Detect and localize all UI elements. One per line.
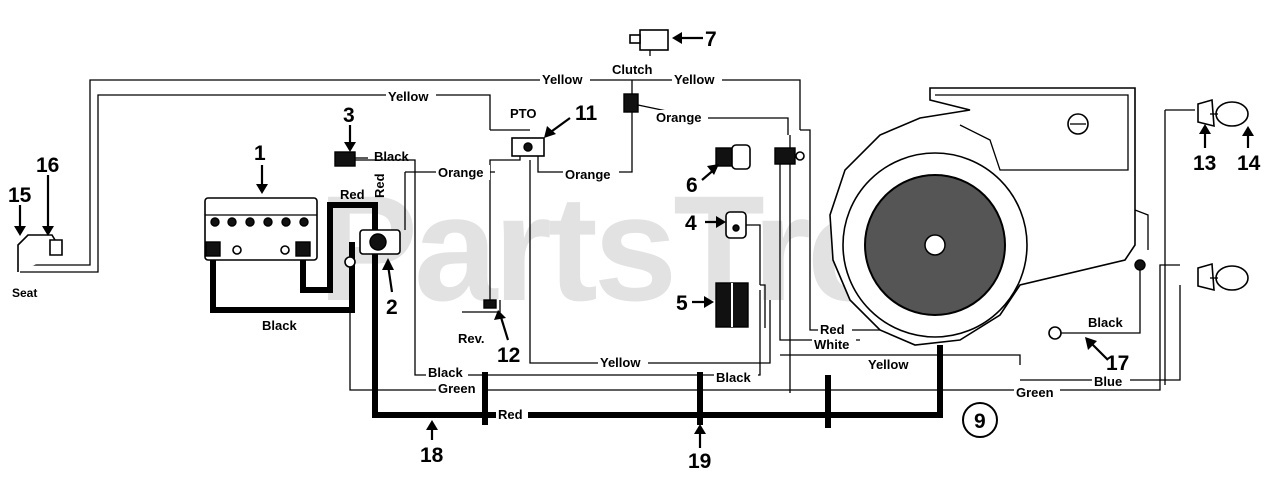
watermark: PartsTre — [318, 164, 886, 332]
wire-orange-pto: Orange — [565, 167, 611, 182]
component-labels: Seat Clutch PTO Rev. — [12, 62, 653, 346]
callout-13: 13 — [1193, 152, 1216, 175]
callout-2: 2 — [386, 296, 398, 319]
wire-yellow-top-a: Yellow — [542, 72, 583, 87]
callout-16: 16 — [36, 154, 59, 177]
headlight-lower — [1197, 262, 1249, 292]
wire-red-engine: Red — [820, 322, 845, 337]
wire-labels: Yellow Yellow Yellow Black Red Red Orang… — [262, 71, 1130, 422]
wire-red-vertical: Red — [372, 173, 387, 198]
wire-white-engine: White — [814, 337, 849, 352]
callout-5: 5 — [676, 292, 688, 315]
rectifier-part-5 — [715, 282, 749, 328]
wire-orange-left: Orange — [438, 165, 484, 180]
wire-black-mid: Black — [716, 370, 751, 385]
wire-yellow-mid: Yellow — [388, 89, 429, 104]
wire-black-3: Black — [374, 149, 409, 164]
engine — [829, 87, 1149, 346]
wire-blue: Blue — [1094, 374, 1122, 389]
wire-green-left: Green — [438, 381, 476, 396]
callout-3: 3 — [343, 104, 355, 127]
callout-numbers: 1 2 3 4 5 6 7 9 11 12 13 14 15 16 17 18 … — [8, 28, 1261, 473]
callout-9-circle — [962, 402, 998, 438]
wire-green-right: Green — [1016, 385, 1054, 400]
ground-lug — [1048, 259, 1146, 340]
wire-yellow-top-b: Yellow — [674, 72, 715, 87]
wire-black-bottom: Black — [428, 365, 463, 380]
wire-yellow-engine: Yellow — [868, 357, 909, 372]
headlight-upper — [1197, 98, 1249, 128]
callout-6: 6 — [686, 174, 698, 197]
callout-12: 12 — [497, 344, 520, 367]
callout-18: 18 — [420, 444, 444, 467]
connector-part-4 — [725, 211, 747, 239]
switch-part-6 — [715, 144, 751, 170]
wire-red-bottom: Red — [498, 407, 523, 422]
wire-orange-top: Orange — [656, 110, 702, 125]
ignition-switch — [334, 151, 368, 167]
label-seat: Seat — [12, 286, 37, 300]
label-clutch: Clutch — [612, 62, 653, 77]
callout-7: 7 — [705, 28, 717, 51]
starter-solenoid — [344, 229, 401, 268]
battery — [204, 197, 318, 261]
callout-1: 1 — [254, 142, 266, 165]
wire-yellow-bottom: Yellow — [600, 355, 641, 370]
label-pto: PTO — [510, 106, 537, 121]
seat-switch — [17, 234, 63, 272]
callout-17: 17 — [1106, 352, 1129, 375]
relay-part-7 — [629, 29, 669, 56]
callout-11: 11 — [575, 102, 598, 125]
callout-4: 4 — [685, 212, 697, 235]
callout-15: 15 — [8, 184, 32, 207]
engine-connector — [774, 147, 805, 165]
wire-black-battery: Black — [262, 318, 297, 333]
thin-wires — [20, 79, 1195, 393]
callout-19: 19 — [688, 450, 711, 473]
wire-black-17: Black — [1088, 315, 1123, 330]
thick-wires — [210, 202, 943, 428]
callout-9: 9 — [974, 410, 986, 433]
pto-switch — [511, 137, 545, 157]
wire-red-battery: Red — [340, 187, 365, 202]
clutch-connector — [623, 93, 639, 113]
label-rev: Rev. — [458, 331, 485, 346]
callout-14: 14 — [1237, 152, 1261, 175]
callout-arrows — [14, 32, 1254, 448]
